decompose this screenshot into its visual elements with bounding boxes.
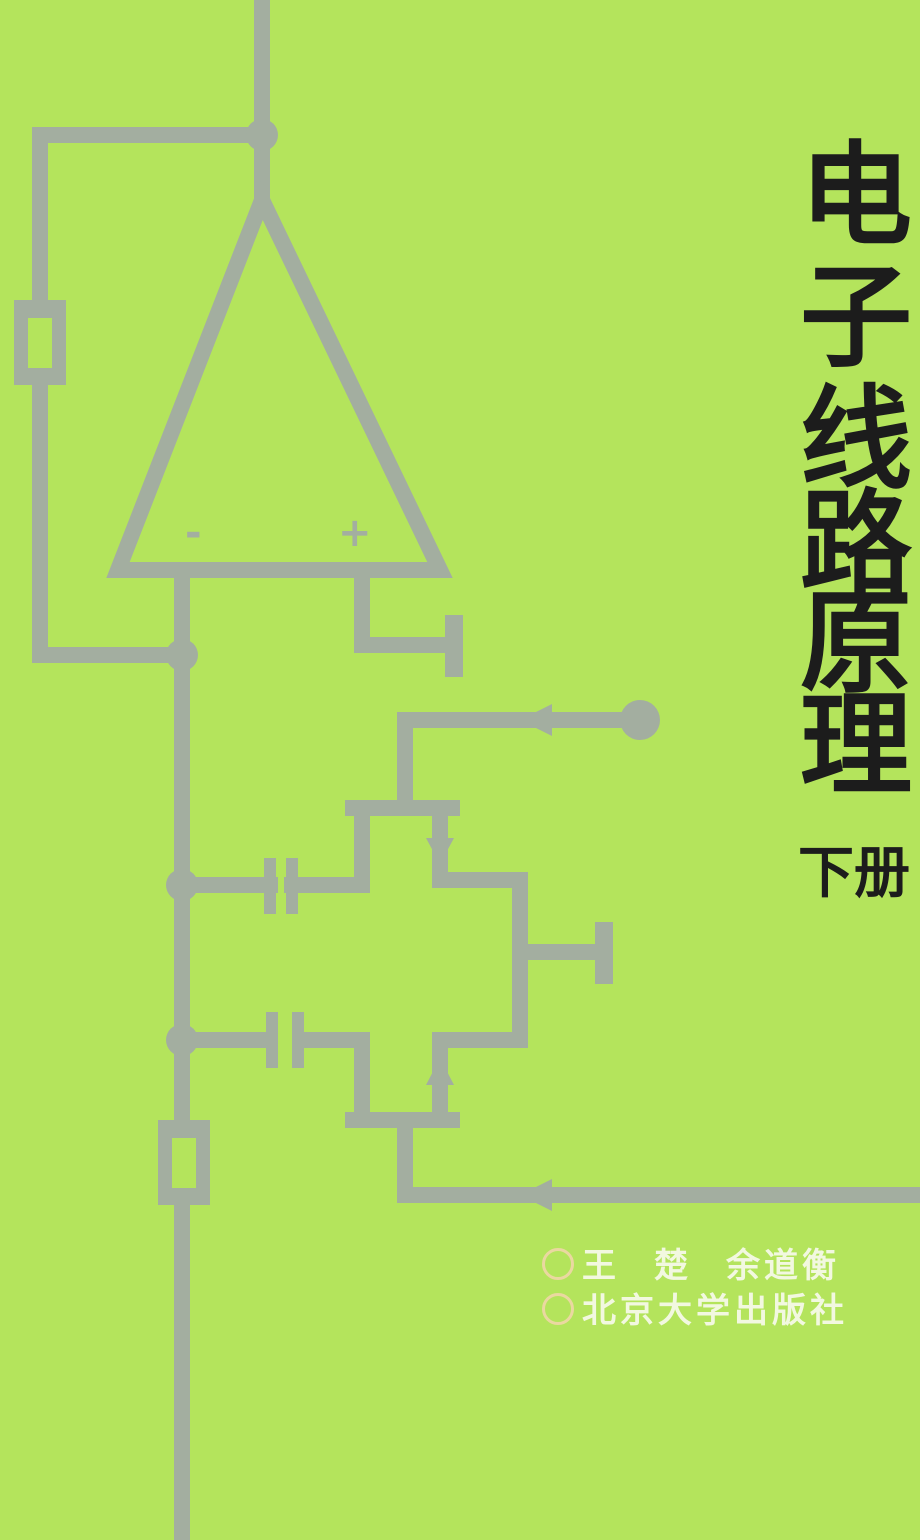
emitter-arrow (426, 1058, 454, 1085)
publisher-name: 北京大学出版社 (582, 1291, 848, 1331)
capacitor-plate (286, 858, 298, 914)
volume-label: 下册 (798, 841, 910, 906)
ground-bar (445, 615, 463, 677)
junction-dot (246, 119, 278, 151)
junction-dot (166, 639, 198, 671)
bullet-icon (542, 1293, 574, 1325)
op-amp-triangle (106, 179, 453, 578)
capacitor-wire-lower-right (292, 1032, 458, 1128)
signal-arrow (520, 1179, 552, 1211)
transistor-upper-emitter (432, 800, 528, 958)
title-char: 电 (800, 131, 912, 261)
publisher-credit: 北京大学出版社 (542, 1283, 848, 1332)
emitter-arrow (426, 838, 454, 864)
op-amp-plus-sign: + (338, 510, 372, 556)
ground-bar-right (595, 922, 613, 984)
op-amp-minus-sign: - (185, 510, 202, 556)
title-char: 子 (800, 253, 912, 383)
title-char: 理 (800, 681, 912, 811)
title-char: 线 (800, 375, 912, 505)
ground-wire (354, 562, 453, 653)
author-credit: 王楚余道衡 (542, 1238, 874, 1287)
transistor-lower-emitter (432, 942, 528, 1128)
capacitor-plate (264, 858, 276, 914)
capacitor-plate (266, 1012, 278, 1068)
transistor-base (345, 1112, 460, 1128)
title-char: 原 (800, 579, 912, 709)
bullet-icon (542, 1248, 574, 1280)
transistor-base (345, 800, 460, 816)
capacitor-plate (292, 1012, 304, 1068)
author-name: 王 (582, 1246, 620, 1286)
feedback-wire (32, 127, 270, 308)
transistor-upper-collector (397, 712, 638, 816)
author-name: 楚 (654, 1246, 692, 1286)
capacitor-wire-upper-right (284, 800, 458, 893)
title-char: 路 (800, 479, 912, 609)
junction-dot (166, 1024, 198, 1056)
transistor-lower-collector (397, 1112, 920, 1203)
signal-arrow (520, 704, 552, 736)
input-terminal (620, 700, 660, 740)
junction-dot (166, 869, 198, 901)
author-name: 余道衡 (726, 1246, 840, 1286)
feedback-wire-lower (32, 377, 190, 663)
